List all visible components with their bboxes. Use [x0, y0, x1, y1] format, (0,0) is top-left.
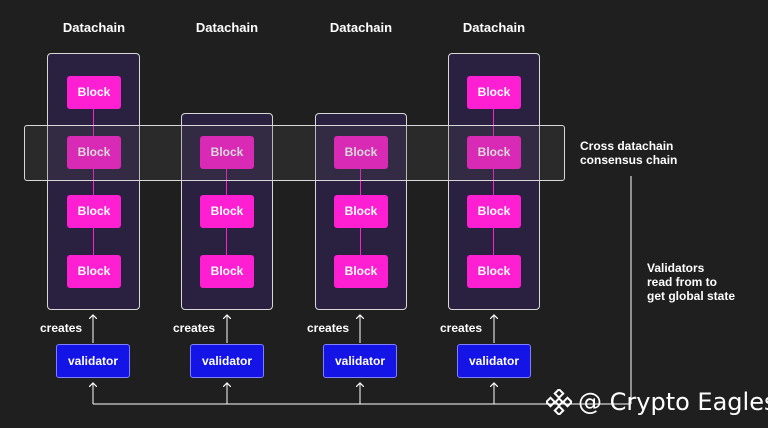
creates-label-3: creates [307, 321, 350, 335]
block-connector [226, 169, 227, 195]
block-col3-2: Block [334, 195, 388, 228]
block-col4-3: Block [467, 195, 521, 228]
consensus-chain-band [24, 125, 565, 181]
validator-box-3: validator [323, 344, 397, 378]
validator-box-4: validator [457, 344, 531, 378]
creates-label-4: creates [440, 321, 483, 335]
validators-note: Validators read from to get global state [647, 261, 736, 303]
watermark: @ Crypto Eagles [546, 386, 768, 418]
binance-logo-icon [546, 389, 572, 415]
block-connector [93, 169, 94, 195]
validator-box-2: validator [190, 344, 264, 378]
block-connector [93, 109, 94, 136]
block-col2-2: Block [200, 195, 254, 228]
block-col4-2: Block [467, 136, 521, 169]
datachain-title-4: Datachain [462, 20, 526, 35]
datachain-title-2: Datachain [195, 20, 259, 35]
block-col1-4: Block [67, 255, 121, 288]
block-col3-3: Block [334, 255, 388, 288]
block-col2-1: Block [200, 136, 254, 169]
block-col3-1: Block [334, 136, 388, 169]
validator-box-1: validator [56, 344, 130, 378]
block-connector [360, 228, 361, 255]
block-col2-3: Block [200, 255, 254, 288]
block-col1-3: Block [67, 195, 121, 228]
block-connector [493, 109, 494, 136]
consensus-chain-label: Cross datachain consensus chain [580, 139, 678, 167]
datachain-title-3: Datachain [329, 20, 393, 35]
watermark-text: @ Crypto Eagles [578, 388, 768, 416]
creates-label-2: creates [173, 321, 216, 335]
block-connector [493, 169, 494, 195]
block-connector [226, 228, 227, 255]
block-connector [493, 228, 494, 255]
block-col1-2: Block [67, 136, 121, 169]
block-col1-1: Block [67, 76, 121, 109]
block-col4-4: Block [467, 255, 521, 288]
datachain-title-1: Datachain [62, 20, 126, 35]
creates-label-1: creates [40, 321, 83, 335]
block-connector [93, 228, 94, 255]
block-connector [360, 169, 361, 195]
block-col4-1: Block [467, 76, 521, 109]
